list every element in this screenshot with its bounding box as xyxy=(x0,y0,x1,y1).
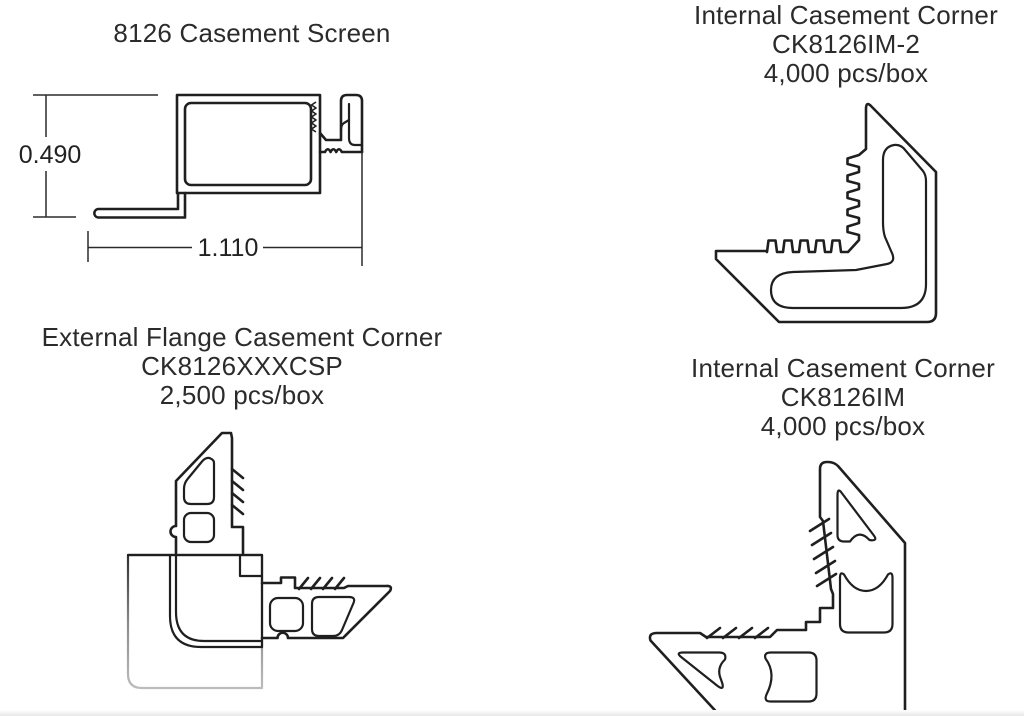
internal-corner-2-drawing xyxy=(714,102,938,324)
external-flange-corner-drawing xyxy=(126,431,393,690)
panel-title: External Flange Casement Corner xyxy=(41,322,443,352)
vertical-arm-barbs xyxy=(808,517,838,588)
external-flange-title-block: External Flange Casement Corner CK8126XX… xyxy=(22,323,462,410)
corner-key-outline xyxy=(714,102,938,324)
horizontal-arm-cutout-right xyxy=(763,651,818,703)
horizontal-arm-cutout-left xyxy=(268,596,305,633)
casement-screen-title-block: 8126 Casement Screen xyxy=(102,19,402,48)
vertical-arm-cutout-upper xyxy=(182,456,216,506)
dimension-annotations xyxy=(33,94,363,266)
horizontal-arm-cutout-right xyxy=(310,595,356,638)
profile-shelf-bottom xyxy=(318,147,364,154)
profile-serration xyxy=(310,101,317,133)
profile-hook-outer xyxy=(318,93,364,154)
horizontal-arm-barbs xyxy=(705,626,770,640)
box-quantity: 2,500 pcs/box xyxy=(159,380,325,410)
vertical-arm-cutout-lower xyxy=(182,511,216,544)
profile-tube-inner xyxy=(183,101,313,187)
profile-tube-outer xyxy=(175,93,322,195)
panel-title: 8126 Casement Screen xyxy=(113,18,391,48)
horizontal-arm-barbs xyxy=(297,576,346,591)
panel-title: Internal Casement Corner xyxy=(694,0,998,30)
corner-key-outline xyxy=(648,460,907,716)
internal-corner-2-title-block: Internal Casement Corner CK8126IM-2 4,00… xyxy=(666,1,1024,88)
horizontal-arm-outline xyxy=(260,576,393,640)
part-number: CK8126IM xyxy=(780,382,906,412)
part-number: CK8126XXXCSP xyxy=(141,351,343,381)
profile-hook-inner xyxy=(347,102,364,147)
horizontal-arm-cutout-left xyxy=(677,651,727,689)
vertical-arm-barbs xyxy=(230,467,245,516)
frame-profile-square xyxy=(126,553,264,690)
vertical-arm-outline xyxy=(169,431,245,555)
vertical-arm-cutout-lower xyxy=(838,572,894,634)
width-dimension-label: 1.110 xyxy=(193,234,263,263)
box-quantity: 4,000 pcs/box xyxy=(763,58,929,88)
casement-screen-profile-drawing xyxy=(93,93,364,219)
profile-bottom-leg xyxy=(93,191,187,219)
page-bottom-edge xyxy=(0,710,1024,716)
part-number: CK8126IM-2 xyxy=(772,29,920,59)
panel-title: Internal Casement Corner xyxy=(691,353,995,383)
height-dimension-label: 0.490 xyxy=(14,141,86,170)
frame-channel-outer xyxy=(168,553,264,649)
box-quantity: 4,000 pcs/box xyxy=(760,411,926,441)
corner-key-channel xyxy=(769,143,928,310)
internal-corner-drawing xyxy=(648,460,907,716)
profile-hook-tab xyxy=(339,118,351,132)
frame-channel-inner xyxy=(174,553,264,643)
frame-corner-notch xyxy=(238,554,264,578)
internal-corner-title-block: Internal Casement Corner CK8126IM 4,000 … xyxy=(663,354,1023,441)
vertical-arm-cutout-upper xyxy=(836,489,877,543)
